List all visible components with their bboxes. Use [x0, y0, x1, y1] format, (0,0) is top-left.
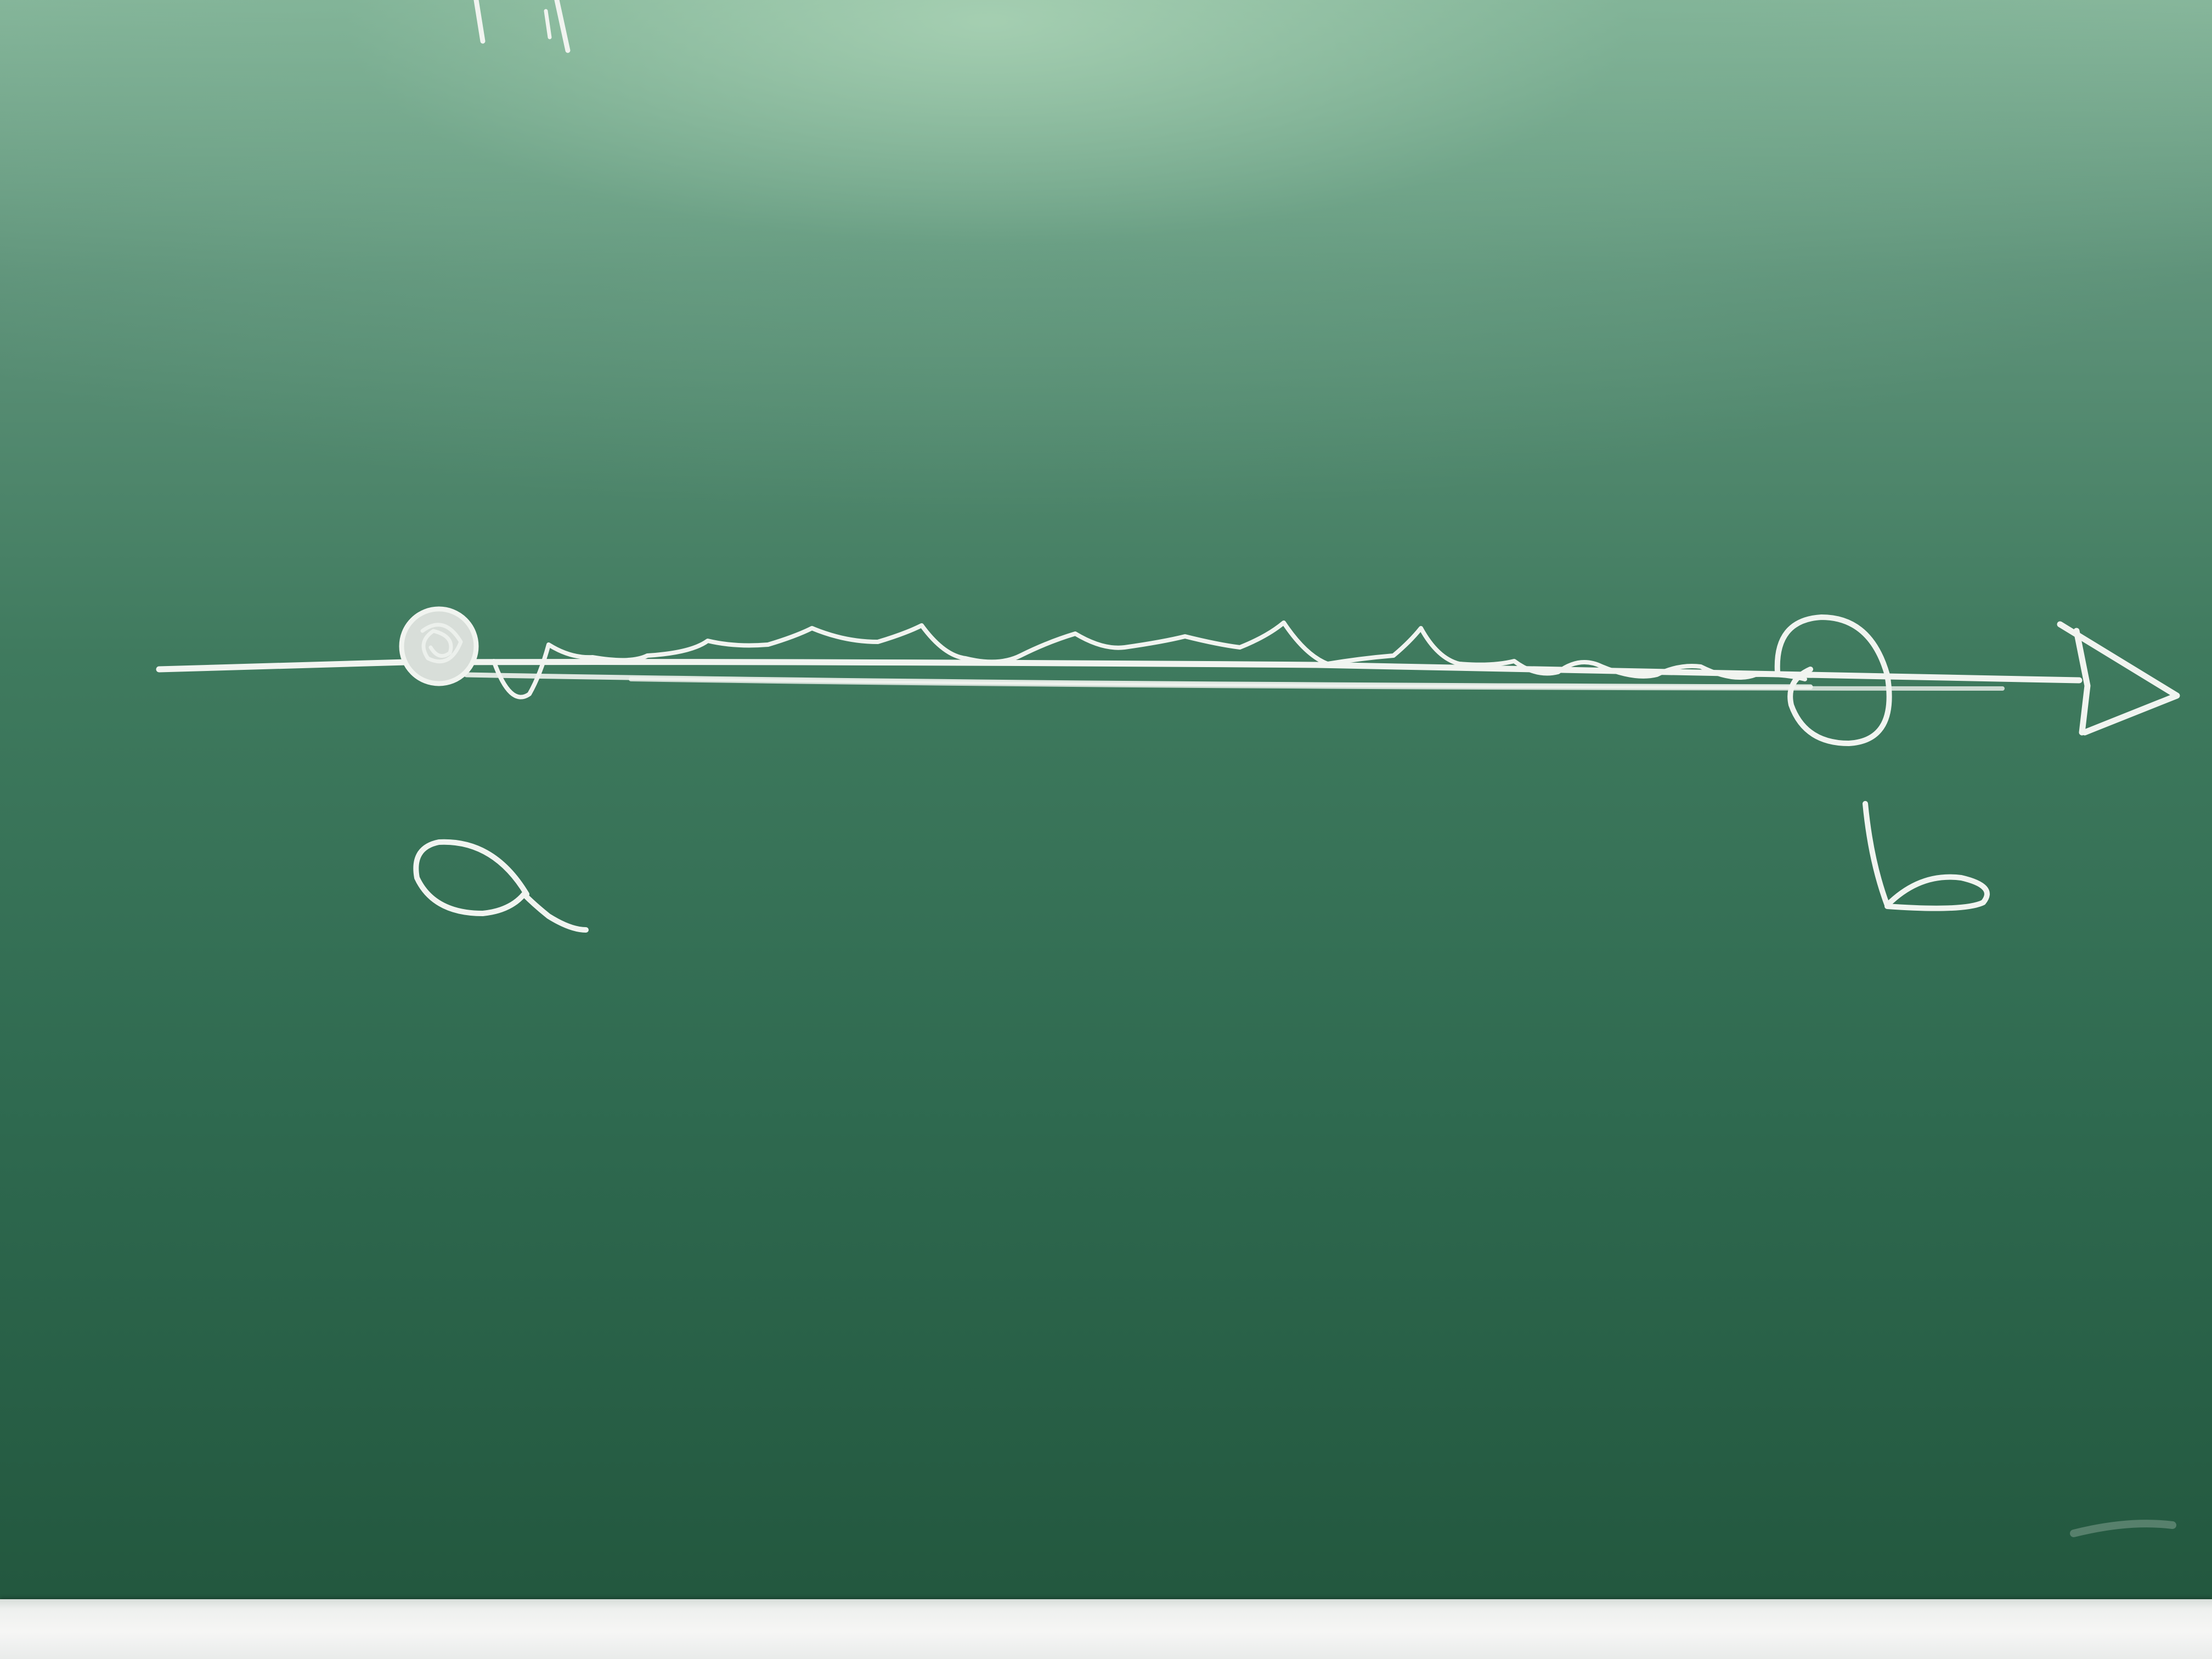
point-b-open-circle-icon: [1774, 614, 1892, 746]
point-a-filled-circle-icon: [399, 606, 479, 686]
label-b-handwriting: [1863, 801, 1990, 911]
shaded-interval: [492, 620, 1807, 699]
number-line: [156, 621, 2180, 736]
label-a-handwriting: [413, 839, 589, 933]
chalk-tray: [0, 1599, 2212, 1659]
top-chalk-marks: [473, 0, 571, 53]
arrow-head-icon: [2057, 621, 2180, 736]
